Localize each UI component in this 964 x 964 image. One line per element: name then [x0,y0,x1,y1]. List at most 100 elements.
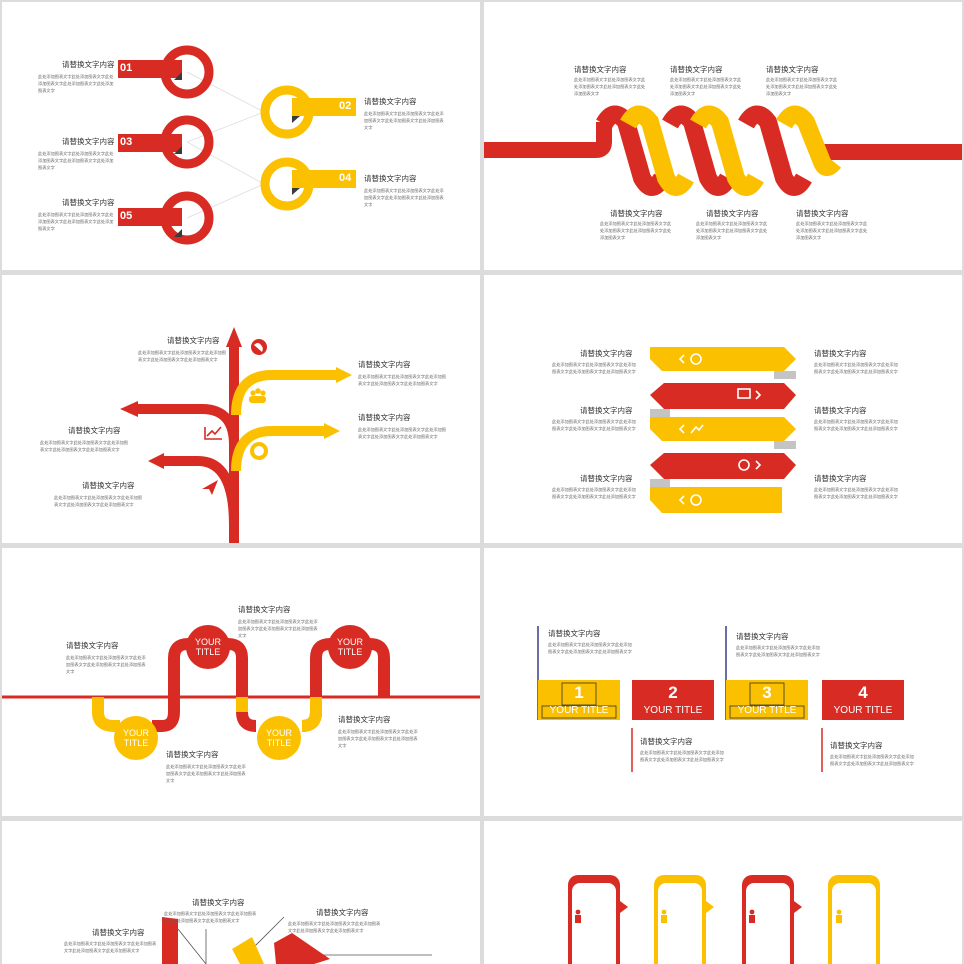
box-2-text: 此处添加图表文字此处添加图表文字此处添加图表文字此处添加图表文字此处添加图表文字 [640,750,724,762]
bubble-red-2 [328,625,372,669]
box-3-label: YOUR TITLE [737,705,797,716]
wave-bottom-1-title: 请替换文字内容 [610,209,663,218]
box-1-text-title: 请替换文字内容 [548,629,601,638]
zigzag-left-2-text: 此处添加图表文字此处添加图表文字此处添加图表文字此处添加图表文字此处添加图表文字 [552,419,636,431]
bubble-text-1-text: 此处添加图表文字此处添加图表文字此处添加图表文字此处添加图表文字此处添加图表文字 [238,619,318,638]
bubble-text-2-title: 请替换文字内容 [66,641,119,650]
bubble-yellow-1 [114,716,158,760]
slide-4-graphic [650,347,796,513]
step-04-text: 此处添加图表文字此处添加图表文字此处添加图表文字此处添加图表文字此处添加图表文字 [364,188,444,207]
box-4 [822,680,904,720]
zigzag-right-3-title: 请替换文字内容 [814,474,867,483]
slide-8-graphic [568,875,880,964]
box-1-text: 此处添加图表文字此处添加图表文字此处添加图表文字此处添加图表文字此处添加图表文字 [548,642,632,654]
businessman-icon [575,909,842,923]
globe-icon [251,339,267,355]
wave-top-2-text: 此处添加图表文字此处添加图表文字此处添加图表文字此处添加图表文字此处添加图表文字 [670,77,742,96]
settings-icon [738,459,750,471]
zigzag-left-3-text: 此处添加图表文字此处添加图表文字此处添加图表文字此处添加图表文字此处添加图表文字 [552,487,636,499]
bubble-yellow-2 [257,716,301,760]
wave-bottom-3-title: 请替换文字内容 [796,209,849,218]
fan-1-text: 此处添加图表文字此处添加图表文字此处添加图表文字此处添加图表文字此处添加图表文字 [164,911,257,923]
bubble-text-1-title: 请替换文字内容 [238,605,291,614]
branch-4-text: 此处添加图表文字此处添加图表文字此处添加图表文字此处添加图表文字此处添加图表文字 [40,440,128,452]
slide-7-graphic [162,916,432,964]
wave-bottom-2-text: 此处添加图表文字此处添加图表文字此处添加图表文字此处添加图表文字此处添加图表文字 [696,221,768,240]
step-01-marker [118,45,214,99]
wave-top-1-text: 此处添加图表文字此处添加图表文字此处添加图表文字此处添加图表文字此处添加图表文字 [574,77,646,96]
step-02-marker [260,85,356,139]
zigzag-left-2-title: 请替换文字内容 [580,406,633,415]
box-3-text: 此处添加图表文字此处添加图表文字此处添加图表文字此处添加图表文字此处添加图表文字 [736,645,820,657]
box-2-text-title: 请替换文字内容 [640,737,693,746]
slide-3-graphic [120,327,352,543]
slide-2-graphic [484,105,962,196]
zigzag-left-1-title: 请替换文字内容 [580,349,633,358]
step-04-number: 04 [339,172,352,184]
wave-top-2-title: 请替换文字内容 [670,65,723,74]
box-4-number: 4 [858,683,868,702]
fan-2-text: 此处添加图表文字此处添加图表文字此处添加图表文字此处添加图表文字此处添加图表文字 [288,921,381,933]
wave-top-3-title: 请替换文字内容 [766,65,819,74]
paper-plane-icon [202,480,218,495]
monitor-icon [737,388,751,399]
wave-bottom-1-text: 此处添加图表文字此处添加图表文字此处添加图表文字此处添加图表文字此处添加图表文字 [600,221,672,240]
fan-3-text: 此处添加图表文字此处添加图表文字此处添加图表文字此处添加图表文字此处添加图表文字 [64,941,157,953]
box-2-number: 2 [668,683,678,702]
slide-2-ribbon-wave[interactable]: 请替换文字内容 此处添加图表文字此处添加图表文字此处添加图表文字此处添加图表文字… [484,2,962,270]
step-03-number: 03 [120,136,133,148]
slide-8-tab-cards[interactable] [484,821,962,964]
people-icon [249,388,266,403]
zigzag-left-1-text: 此处添加图表文字此处添加图表文字此处添加图表文字此处添加图表文字此处添加图表文字 [552,362,636,374]
slide-3-branching-arrows[interactable]: 请替换文字内容 此处添加图表文字此处添加图表文字此处添加图表文字此处添加图表文字… [2,275,480,543]
step-05-number: 05 [120,210,133,222]
step-03-marker [118,115,214,169]
slide-1-numbered-circles[interactable]: 01 02 03 04 05 请替换文字内容 此处添加图表文字此处添加图表文字此… [2,2,480,270]
step-01-title: 请替换文字内容 [62,60,115,69]
wave-top-1-title: 请替换文字内容 [574,65,627,74]
wave-top-3-text: 此处添加图表文字此处添加图表文字此处添加图表文字此处添加图表文字此处添加图表文字 [766,77,838,96]
step-03-title: 请替换文字内容 [62,137,115,146]
chart-icon [204,426,222,440]
box-3-text-title: 请替换文字内容 [736,632,789,641]
step-02-title: 请替换文字内容 [364,97,417,106]
fan-3-title: 请替换文字内容 [92,928,145,937]
zigzag-right-2-text: 此处添加图表文字此处添加图表文字此处添加图表文字此处添加图表文字此处添加图表文字 [814,419,898,431]
bubble-text-3-title: 请替换文字内容 [338,715,391,724]
branch-5-title: 请替换文字内容 [82,481,135,490]
zigzag-right-2-title: 请替换文字内容 [814,406,867,415]
target-icon [690,353,702,365]
wave-bottom-3-text: 此处添加图表文字此处添加图表文字此处添加图表文字此处添加图表文字此处添加图表文字 [796,221,868,240]
box-4-label: YOUR TITLE [833,705,893,716]
box-4-text: 此处添加图表文字此处添加图表文字此处添加图表文字此处添加图表文字此处添加图表文字 [830,754,914,766]
slide-4-zigzag-ribbon[interactable]: 请替换文字内容 此处添加图表文字此处添加图表文字此处添加图表文字此处添加图表文字… [484,275,962,543]
card-4 [828,875,880,964]
zigzag-left-3-title: 请替换文字内容 [580,474,633,483]
branch-5-text: 此处添加图表文字此处添加图表文字此处添加图表文字此处添加图表文字此处添加图表文字 [54,495,142,507]
slide-1-graphic [118,45,356,245]
step-05-text: 此处添加图表文字此处添加图表文字此处添加图表文字此处添加图表文字此处添加图表文字 [38,212,114,231]
step-01-number: 01 [120,62,133,74]
slide-6-numbered-boxes[interactable]: 1 YOUR TITLE 2 YOUR TITLE 3 YOUR TITLE 4… [484,548,962,816]
step-03-text: 此处添加图表文字此处添加图表文字此处添加图表文字此处添加图表文字此处添加图表文字 [38,151,114,170]
step-01-text: 此处添加图表文字此处添加图表文字此处添加图表文字此处添加图表文字此处添加图表文字 [38,74,114,93]
bubble-text-4-text: 此处添加图表文字此处添加图表文字此处添加图表文字此处添加图表文字此处添加图表文字 [166,764,246,783]
pencil-icon [690,494,702,506]
step-05-marker [118,191,214,245]
card-3 [742,875,802,964]
branch-3-title: 请替换文字内容 [358,413,411,422]
step-02-text: 此处添加图表文字此处添加图表文字此处添加图表文字此处添加图表文字此处添加图表文字 [364,111,444,130]
bubble-text-2-text: 此处添加图表文字此处添加图表文字此处添加图表文字此处添加图表文字此处添加图表文字 [66,655,146,674]
branch-2-text: 此处添加图表文字此处添加图表文字此处添加图表文字此处添加图表文字此处添加图表文字 [358,374,446,386]
fan-2-title: 请替换文字内容 [316,908,369,917]
step-02-number: 02 [339,100,352,112]
box-3-number: 3 [762,683,772,702]
step-04-title: 请替换文字内容 [364,174,417,183]
slide-5-graphic [2,625,480,760]
slide-7-fan-arrows[interactable]: 请替换文字内容 此处添加图表文字此处添加图表文字此处添加图表文字此处添加图表文字… [2,821,480,964]
box-1 [538,680,620,720]
